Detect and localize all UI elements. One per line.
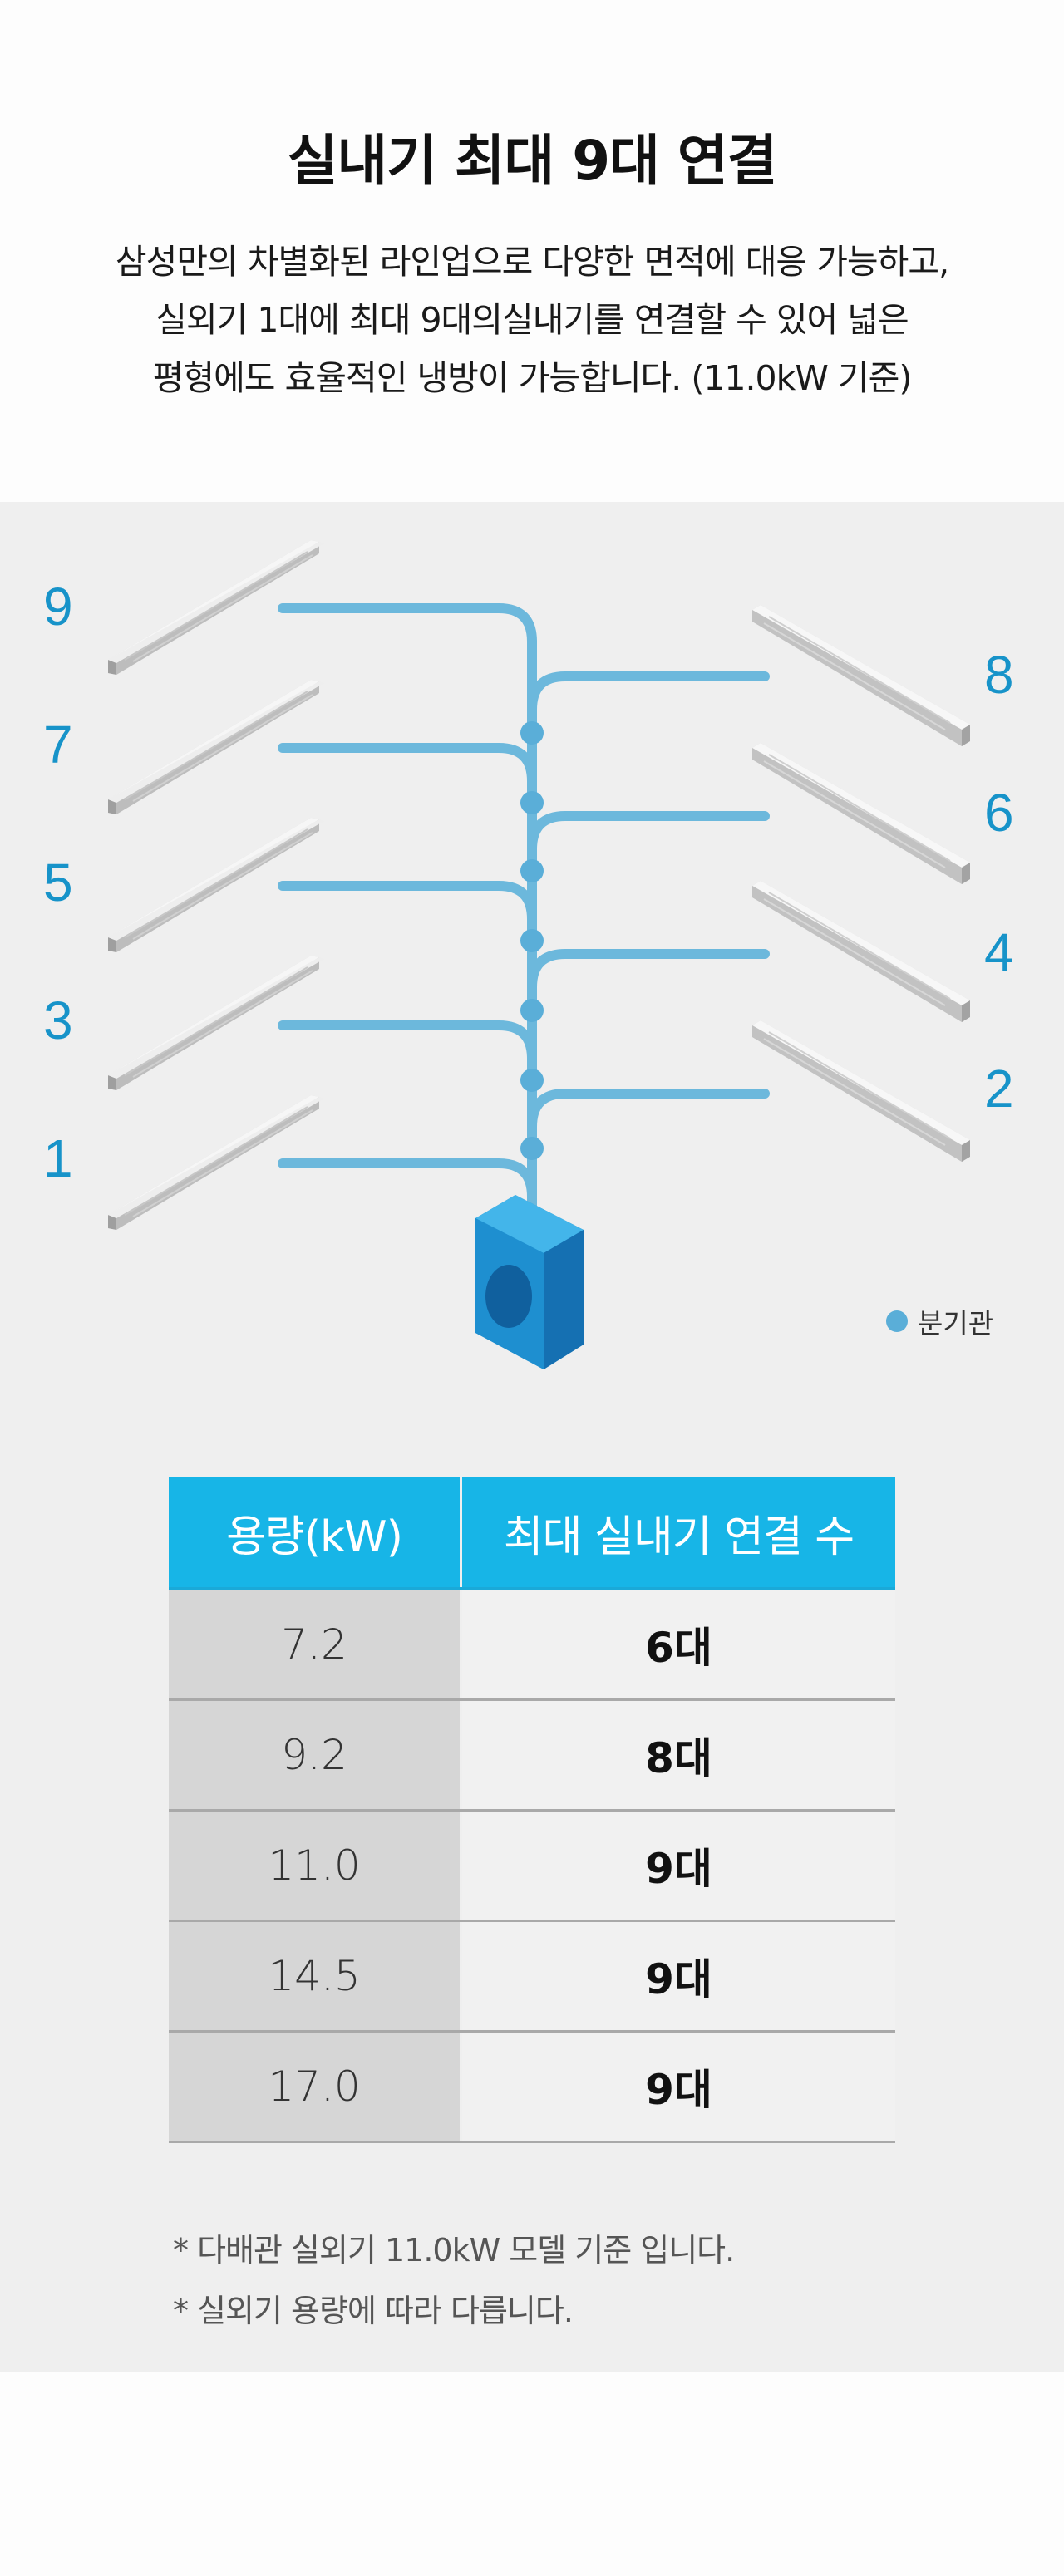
indoor-unit-4: [751, 880, 971, 1023]
capacity-cell: 17.0: [169, 2031, 462, 2143]
indoor-unit-2: [751, 1020, 971, 1163]
capacity-table: 용량(kW) 최대 실내기 연결 수 7.2 6대 9.2 8대 11.0 9대…: [169, 1477, 895, 2143]
unit-count-cell: 9대: [461, 1920, 895, 2033]
unit-count-cell: 8대: [461, 1699, 895, 1812]
description: 삼성만의 차별화된 라인업으로 다양한 면적에 대응 가능하고, 실외기 1대에…: [0, 233, 1064, 407]
description-line: 삼성만의 차별화된 라인업으로 다양한 면적에 대응 가능하고,: [115, 242, 949, 282]
unit-label-4: 4: [984, 922, 1014, 982]
unit-count-cell: 6대: [461, 1589, 895, 1701]
capacity-cell: 9.2: [169, 1699, 462, 1812]
table-row: 14.5 9대: [169, 1920, 895, 2033]
description-line: 실외기 1대에 최대 9대의실내기를 연결할 수 있어 넓은: [155, 300, 909, 340]
footnote: * 다배관 실외기 11.0kW 모델 기준 입니다.: [173, 2232, 735, 2269]
header-max-units: 최대 실내기 연결 수: [461, 1477, 895, 1590]
legend-label: 분기관: [918, 1307, 994, 1340]
footnote: * 실외기 용량에 따라 다릅니다.: [173, 2293, 574, 2329]
page-title: 실내기 최대 9대 연결: [287, 129, 778, 193]
unit-label-9: 9: [43, 577, 73, 637]
unit-label-5: 5: [43, 853, 73, 912]
unit-label-2: 2: [984, 1059, 1014, 1118]
capacity-cell: 7.2: [169, 1589, 462, 1701]
unit-label-6: 6: [984, 783, 1014, 843]
unit-label-7: 7: [43, 715, 73, 774]
pipes: [278, 603, 770, 1218]
indoor-unit-8: [751, 604, 971, 747]
legend: 분기관: [886, 1301, 993, 1341]
outdoor-unit: [475, 1195, 584, 1369]
unit-label-3: 3: [43, 991, 73, 1050]
header-capacity: 용량(kW): [169, 1477, 462, 1590]
footnotes: * 다배관 실외기 11.0kW 모델 기준 입니다. * 실외기 용량에 따라…: [173, 2220, 735, 2342]
table-header-row: 용량(kW) 최대 실내기 연결 수: [169, 1477, 895, 1590]
description-line: 평형에도 효율적인 냉방이 가능합니다. (11.0kW 기준): [152, 358, 913, 398]
table-row: 11.0 9대: [169, 1810, 895, 1922]
bottom-spacer: [0, 2372, 1064, 2576]
unit-label-1: 1: [43, 1128, 73, 1188]
intro-section: 실내기 최대 9대 연결 삼성만의 차별화된 라인업으로 다양한 면적에 대응 …: [0, 0, 1064, 502]
branch-joints: [520, 721, 544, 1160]
table-row: 9.2 8대: [169, 1699, 895, 1812]
capacity-cell: 14.5: [169, 1920, 462, 2033]
capacity-cell: 11.0: [169, 1810, 462, 1922]
connection-diagram: 9 7 5 3 1 8 6 4 2: [43, 539, 1014, 1369]
branch-joint-legend-icon: [886, 1310, 908, 1332]
unit-label-8: 8: [984, 645, 1014, 705]
table-row: 7.2 6대: [169, 1589, 895, 1701]
unit-count-cell: 9대: [461, 2031, 895, 2143]
table-row: 17.0 9대: [169, 2031, 895, 2143]
indoor-unit-6: [751, 742, 971, 885]
unit-count-cell: 9대: [461, 1810, 895, 1922]
